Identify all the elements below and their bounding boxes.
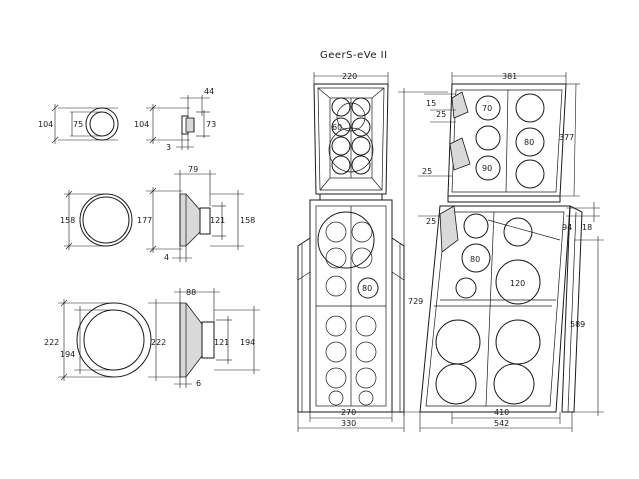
medium-side-inner-dim: 121 <box>210 216 225 225</box>
side-label-90: 90 <box>482 164 492 173</box>
side-dim-94: 94 <box>562 223 572 232</box>
side-height-589: 589 <box>570 320 585 329</box>
large-front-outer-dim: 222 <box>44 338 59 347</box>
side-offset-25b: 25 <box>422 167 432 176</box>
medium-flange-dim: 4 <box>164 253 169 262</box>
large-side-right-dim: 194 <box>240 338 255 347</box>
medium-side-right-dim: 158 <box>240 216 255 225</box>
front-label-60: 60 <box>332 123 342 132</box>
large-side-outer-dim: 222 <box>151 338 166 347</box>
medium-driver-side: 177 121 158 79 4 <box>137 165 255 262</box>
side-label-70: 70 <box>482 104 492 113</box>
side-offset-25c: 25 <box>426 217 436 226</box>
small-driver-front: 104 75 <box>38 104 119 144</box>
front-top-width-dim: 220 <box>342 72 357 81</box>
side-offset-25a: 25 <box>436 110 446 119</box>
side-dim-18: 18 <box>582 223 592 232</box>
medium-side-outer-dim: 177 <box>137 216 152 225</box>
small-depth-dim: 44 <box>204 87 214 96</box>
small-side-inner-dim: 73 <box>206 120 216 129</box>
side-top-depth-dim: 381 <box>502 72 517 81</box>
front-view-tower: 220 60 80 <box>297 72 405 432</box>
small-side-outer-dim: 104 <box>134 120 149 129</box>
drawing-title: GeerS-eVe II <box>320 50 388 61</box>
side-label-80b: 80 <box>470 255 480 264</box>
small-front-inner-dim: 75 <box>73 120 83 129</box>
medium-depth-dim: 79 <box>188 165 198 174</box>
side-label-120: 120 <box>510 279 525 288</box>
large-driver-side: 222 121 194 88 6 <box>148 288 260 388</box>
small-front-outer-dim: 104 <box>38 120 53 129</box>
front-label-80: 80 <box>362 284 372 293</box>
side-bottom-outer-dim: 542 <box>494 419 509 428</box>
large-flange-dim: 6 <box>196 379 201 388</box>
medium-front-outer-dim: 158 <box>60 216 75 225</box>
front-bottom-outer-dim: 330 <box>341 419 356 428</box>
side-view-tower: 70 80 90 381 377 15 25 25 <box>398 72 604 432</box>
large-depth-dim: 88 <box>186 288 196 297</box>
large-driver-front: 222 194 <box>44 299 152 381</box>
large-front-inner-dim: 194 <box>60 350 75 359</box>
side-offset-15: 15 <box>426 99 436 108</box>
side-height-729: 729 <box>408 297 423 306</box>
small-driver-side: 104 73 44 3 <box>134 87 216 152</box>
side-label-80a: 80 <box>524 138 534 147</box>
side-top-height-dim: 377 <box>559 133 574 142</box>
large-side-inner-dim: 121 <box>214 338 229 347</box>
small-flange-dim: 3 <box>166 143 171 152</box>
medium-driver-front: 158 <box>60 190 133 250</box>
front-bottom-inner-dim: 270 <box>341 408 356 417</box>
side-bottom-inner-dim: 410 <box>494 408 509 417</box>
